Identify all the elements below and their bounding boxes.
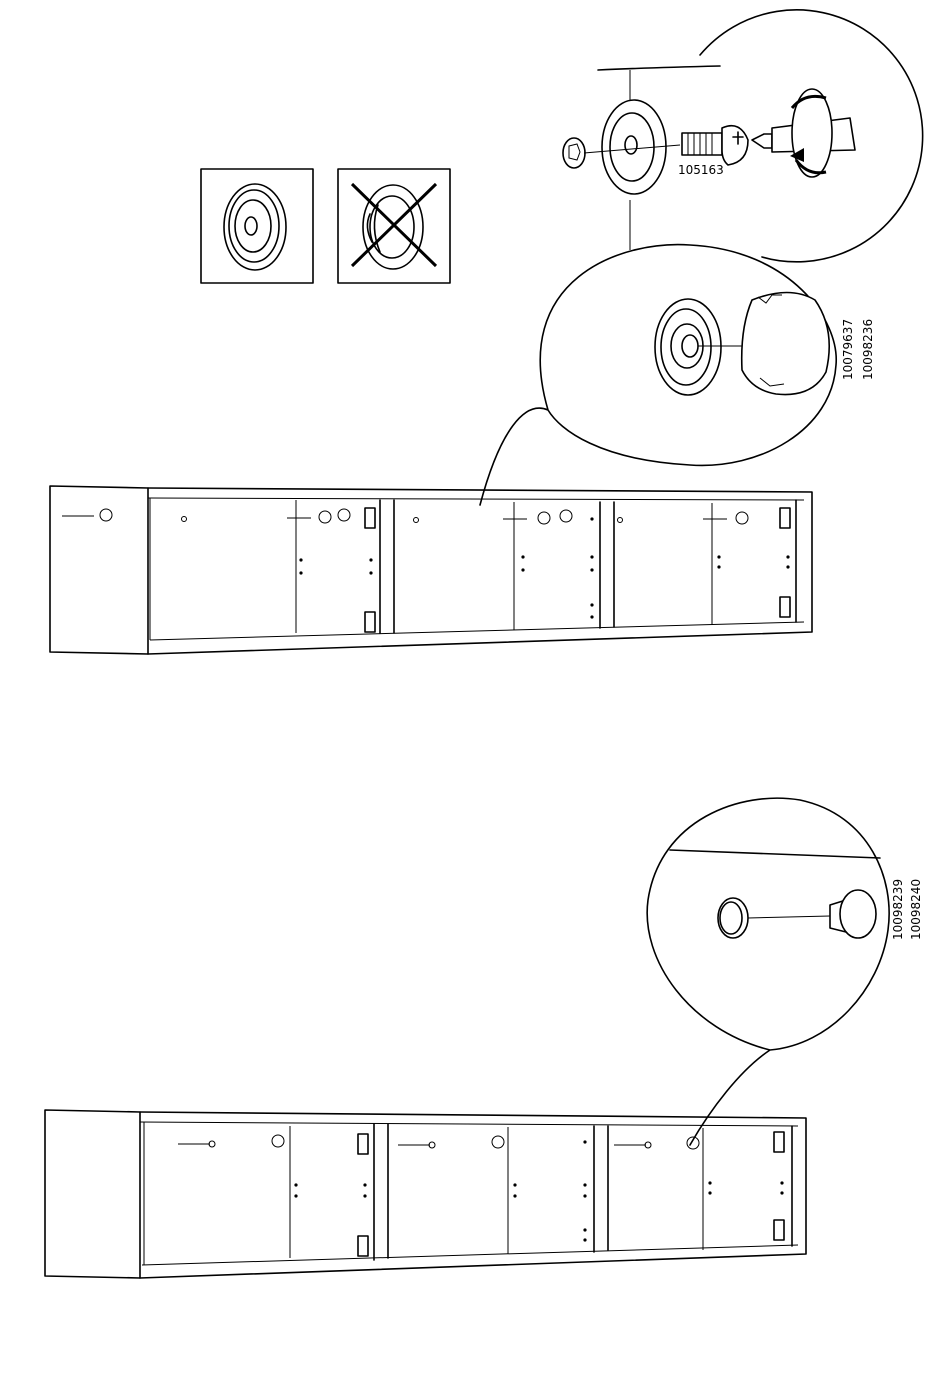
knob-part-number-a: 10098239 (891, 879, 905, 940)
cap-part-number-a: 10079637 (841, 319, 855, 380)
cover-cap-icon (742, 293, 830, 395)
cabinet-step1 (50, 486, 812, 654)
knob-icon (830, 890, 876, 938)
knob-part-numbers: 10098239 10098240 (891, 879, 923, 940)
cap-detail-circle (480, 245, 836, 505)
cap-part-numbers: 10079637 10098236 (841, 319, 875, 380)
screw-icon (682, 126, 748, 165)
incorrect-washer-panel (338, 169, 450, 283)
hole-icon (718, 898, 748, 938)
cap-part-number-b: 10098236 (861, 319, 875, 380)
screw-part-number: 105163 (678, 163, 724, 177)
correct-washer-panel (201, 169, 313, 283)
screwdriver-icon (752, 89, 855, 177)
knob-detail-circle (647, 798, 889, 1145)
screw-detail-circle: 105163 (563, 10, 923, 262)
cabinet-step2 (45, 1110, 806, 1278)
knob-part-number-b: 10098240 (909, 879, 923, 940)
